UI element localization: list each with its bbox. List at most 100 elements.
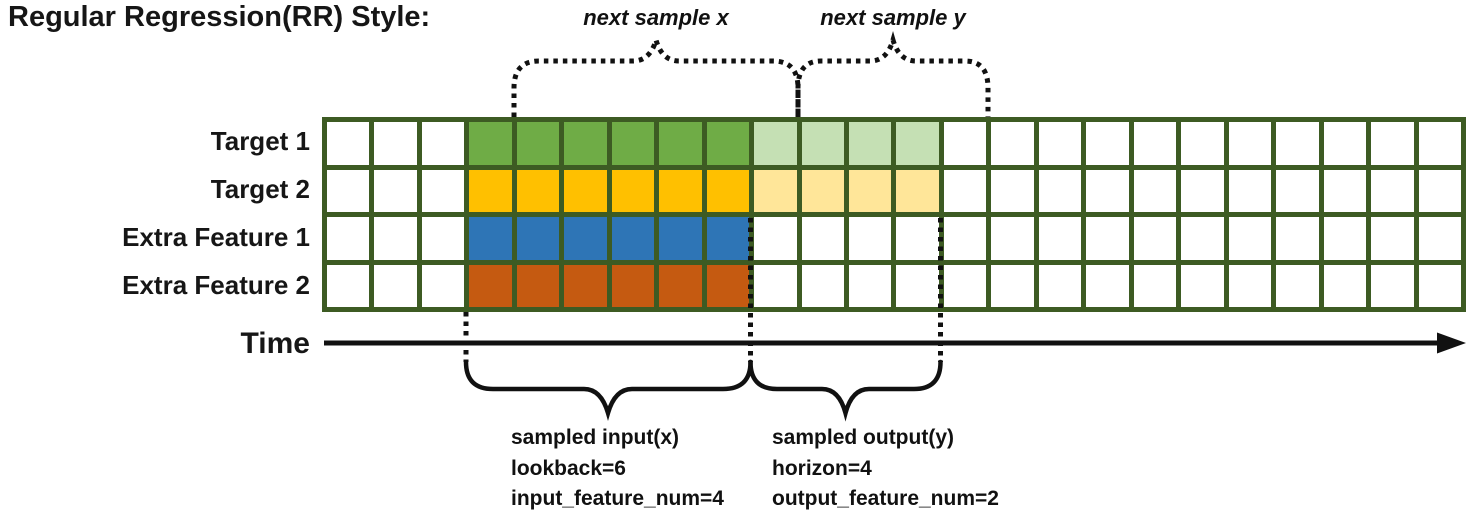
input-annotation: sampled input(x) lookback=6 input_featur… (511, 423, 724, 515)
grid-cell (801, 169, 845, 212)
grid-cell (1276, 217, 1319, 260)
grid-cell (611, 169, 655, 212)
grid-cell (943, 169, 987, 212)
grid-cell (896, 264, 939, 307)
grid-cell (1418, 264, 1461, 307)
grid-cell (421, 169, 465, 212)
grid-cell (706, 264, 750, 307)
next-sample-y-label: next sample y (820, 5, 966, 30)
sample-grid (322, 117, 1466, 312)
grid-cell (801, 264, 845, 307)
grid-cell (1371, 217, 1414, 260)
grid-cell (1418, 217, 1461, 260)
grid-cell (374, 217, 417, 260)
grid-cell (1133, 264, 1177, 307)
grid-cell (1323, 169, 1367, 212)
grid-cell (469, 264, 512, 307)
grid-cell (943, 122, 987, 165)
next-sample-y-brace (795, 30, 991, 117)
grid-cell (1181, 169, 1224, 212)
grid-cell (1086, 122, 1129, 165)
grid-cell (991, 169, 1034, 212)
grid-cell (1276, 169, 1319, 212)
grid-cell (516, 122, 560, 165)
diagram-title: Regular Regression(RR) Style: (8, 1, 431, 33)
grid-cell (1133, 217, 1177, 260)
grid-cell (611, 122, 655, 165)
grid-cell (564, 169, 607, 212)
input-annotation-line-3: input_feature_num=4 (511, 487, 724, 510)
grid-cell (1038, 122, 1082, 165)
grid-cell (991, 264, 1034, 307)
grid-cell (1228, 122, 1272, 165)
grid-cell (374, 169, 417, 212)
grid-cell (1086, 217, 1129, 260)
grid-cell (1323, 264, 1367, 307)
grid-cell (421, 264, 465, 307)
grid-cell (564, 264, 607, 307)
grid-cell (469, 122, 512, 165)
next-sample-x-label: next sample x (583, 5, 729, 30)
grid-cell (801, 217, 845, 260)
grid-cell (943, 264, 987, 307)
grid-cell (896, 169, 939, 212)
row-label-extra-feature-1: Extra Feature 1 (122, 222, 310, 252)
grid-cell (801, 122, 845, 165)
input-annotation-line-2: lookback=6 (511, 456, 626, 480)
grid-cell (849, 217, 892, 260)
row-label-extra-feature-2: Extra Feature 2 (122, 270, 310, 300)
grid-cell (1371, 122, 1414, 165)
grid-cell (611, 217, 655, 260)
grid-cell (421, 217, 465, 260)
grid-cell (1323, 122, 1367, 165)
grid-cell (1133, 169, 1177, 212)
time-axis-arrow-icon (1437, 332, 1466, 354)
grid-cell (1038, 169, 1082, 212)
row-label-target-1: Target 1 (210, 126, 310, 156)
grid-cell (896, 122, 939, 165)
grid-cell (896, 217, 939, 260)
sampled-input-brace (463, 359, 753, 422)
grid-cell (611, 264, 655, 307)
output-annotation-line-3: output_feature_num=2 (772, 487, 999, 510)
next-sample-x-brace (511, 30, 801, 117)
grid-cell (374, 264, 417, 307)
grid-cell (1228, 217, 1272, 260)
grid-cell (1418, 122, 1461, 165)
grid-cell (327, 169, 370, 212)
grid-cell (374, 122, 417, 165)
grid-cell (706, 169, 750, 212)
grid-cell (754, 122, 797, 165)
grid-cell (564, 122, 607, 165)
grid-cell (1371, 169, 1414, 212)
grid-cell (1228, 264, 1272, 307)
row-label-target-2: Target 2 (210, 174, 310, 204)
sampled-output-brace (748, 359, 943, 422)
time-axis-label: Time (240, 327, 310, 360)
grid-cell (943, 217, 987, 260)
grid-cell (327, 217, 370, 260)
grid-cell (1038, 217, 1082, 260)
grid-cell (327, 264, 370, 307)
grid-cell (1133, 122, 1177, 165)
grid-cell (1228, 169, 1272, 212)
grid-cell (754, 264, 797, 307)
grid-cell (1276, 264, 1319, 307)
grid-cell (849, 169, 892, 212)
input-annotation-line-1: sampled input(x) (511, 426, 680, 449)
grid-cell (659, 169, 702, 212)
grid-cell (421, 122, 465, 165)
grid-cell (1038, 264, 1082, 307)
grid-cell (849, 264, 892, 307)
grid-cell (849, 122, 892, 165)
output-annotation-line-1: sampled output(y) (772, 426, 954, 449)
grid-cell (1086, 264, 1129, 307)
grid-cell (516, 264, 560, 307)
grid-cell (1323, 217, 1367, 260)
grid-cell (1181, 122, 1224, 165)
grid-cell (1418, 169, 1461, 212)
grid-cell (564, 217, 607, 260)
grid-cell (991, 122, 1034, 165)
grid-cell (659, 264, 702, 307)
grid-cell (754, 169, 797, 212)
